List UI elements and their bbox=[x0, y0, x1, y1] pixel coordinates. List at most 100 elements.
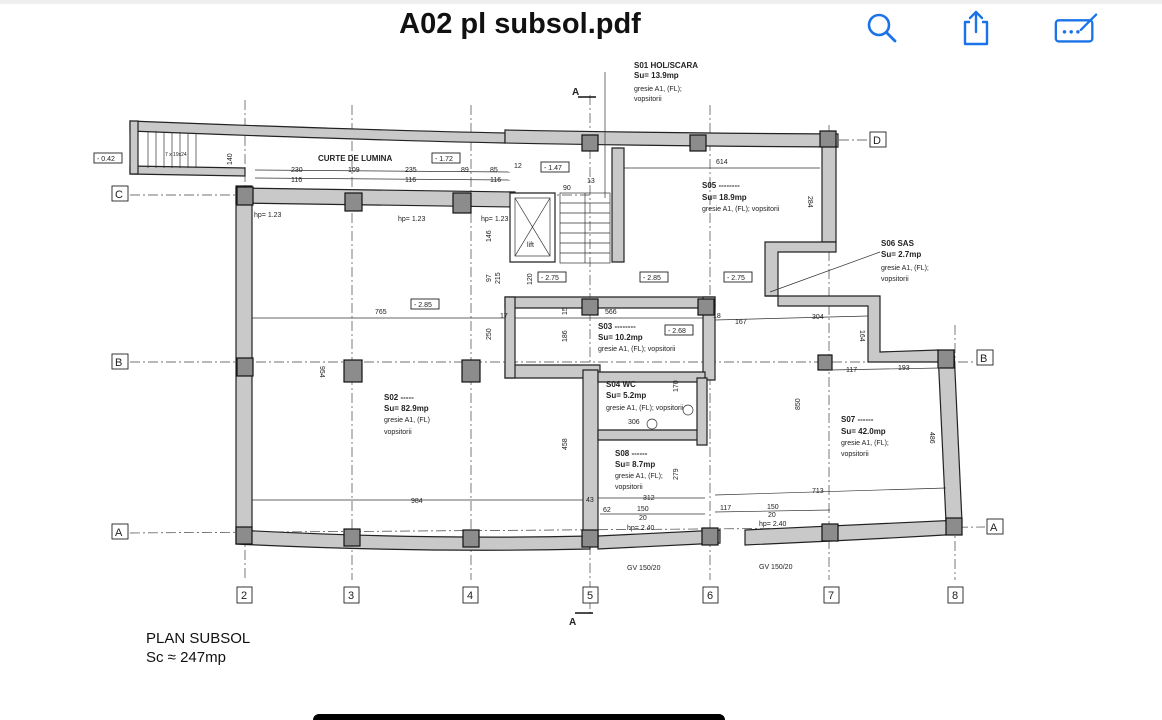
room-S01: S01 HOL/SCARA Su= 13.9mp gresie A1, (FL)… bbox=[634, 61, 698, 103]
svg-text:gresie A1, (FL);: gresie A1, (FL); bbox=[634, 86, 682, 93]
room-S08: S08 ------ Su= 8.7mp gresie A1, (FL); vo… bbox=[615, 449, 663, 491]
svg-text:279: 279 bbox=[673, 468, 680, 480]
svg-text:7: 7 bbox=[828, 590, 834, 602]
svg-text:S08 ------: S08 ------ bbox=[615, 449, 648, 458]
svg-text:S04 WC: S04 WC bbox=[606, 380, 636, 389]
svg-text:gresie A1, (FL);: gresie A1, (FL); bbox=[615, 473, 663, 480]
svg-text:150: 150 bbox=[637, 506, 649, 513]
svg-text:- 2.75: - 2.75 bbox=[727, 275, 745, 282]
plan-caption: PLAN SUBSOL Sc ≈ 247mp bbox=[146, 629, 250, 667]
svg-text:97: 97 bbox=[486, 274, 493, 282]
svg-text:C: C bbox=[115, 189, 123, 201]
svg-text:GV 150/20: GV 150/20 bbox=[627, 565, 661, 572]
status-strip bbox=[0, 0, 1162, 4]
svg-text:hp= 2.40: hp= 2.40 bbox=[627, 525, 655, 532]
svg-text:3: 3 bbox=[348, 590, 354, 602]
svg-text:312: 312 bbox=[643, 495, 655, 502]
svg-text:12: 12 bbox=[514, 163, 522, 170]
svg-text:7 x 19x24: 7 x 19x24 bbox=[165, 152, 187, 158]
svg-text:B: B bbox=[980, 353, 987, 365]
svg-text:43: 43 bbox=[586, 497, 594, 504]
svg-text:S02 -----: S02 ----- bbox=[384, 393, 414, 402]
svg-text:17: 17 bbox=[500, 313, 508, 320]
svg-text:gresie A1, (FL); vopsitorii: gresie A1, (FL); vopsitorii bbox=[606, 405, 684, 412]
svg-text:- 1.72: - 1.72 bbox=[435, 156, 453, 163]
room-S07: S07 ------ Su= 42.0mp gresie A1, (FL); v… bbox=[841, 415, 889, 458]
svg-text:230: 230 bbox=[291, 167, 303, 174]
svg-text:109: 109 bbox=[348, 167, 360, 174]
svg-text:Su= 8.7mp: Su= 8.7mp bbox=[615, 460, 655, 469]
svg-text:18: 18 bbox=[713, 313, 721, 320]
svg-text:117: 117 bbox=[846, 367, 857, 374]
svg-text:486: 486 bbox=[928, 432, 935, 444]
room-S05: S05 -------- Su= 18.9mp gresie A1, (FL);… bbox=[702, 181, 780, 213]
svg-text:Su= 13.9mp: Su= 13.9mp bbox=[634, 71, 679, 80]
pdf-page[interactable]: 2 3 4 5 6 7 8 A A B B C D A A - 0.42 - 1… bbox=[0, 56, 1162, 656]
svg-text:hp= 1.23: hp= 1.23 bbox=[254, 212, 282, 219]
svg-text:lift: lift bbox=[527, 242, 534, 249]
svg-text:- 0.42: - 0.42 bbox=[97, 156, 115, 163]
svg-text:A: A bbox=[572, 87, 579, 98]
svg-text:8: 8 bbox=[952, 590, 958, 602]
svg-text:250: 250 bbox=[486, 328, 493, 340]
room-S03: S03 -------- Su= 10.2mp gresie A1, (FL);… bbox=[598, 322, 676, 353]
svg-text:116: 116 bbox=[405, 177, 416, 184]
svg-text:B: B bbox=[115, 357, 122, 369]
svg-text:193: 193 bbox=[898, 365, 910, 372]
svg-text:235: 235 bbox=[405, 167, 417, 174]
svg-text:- 1.47: - 1.47 bbox=[544, 165, 562, 172]
svg-text:20: 20 bbox=[768, 512, 776, 519]
svg-text:164: 164 bbox=[858, 330, 865, 342]
share-button[interactable] bbox=[952, 8, 1000, 48]
svg-text:S05 --------: S05 -------- bbox=[702, 181, 740, 190]
svg-text:S01 HOL/SCARA: S01 HOL/SCARA bbox=[634, 61, 698, 70]
svg-text:140: 140 bbox=[227, 153, 234, 165]
columns bbox=[235, 130, 963, 548]
svg-text:167: 167 bbox=[735, 319, 747, 326]
svg-text:20: 20 bbox=[639, 515, 647, 522]
svg-text:765: 765 bbox=[375, 309, 387, 316]
svg-text:850: 850 bbox=[795, 398, 802, 410]
svg-text:85: 85 bbox=[490, 167, 498, 174]
svg-text:Su= 82.9mp: Su= 82.9mp bbox=[384, 404, 429, 413]
svg-text:146: 146 bbox=[486, 230, 493, 242]
svg-text:D: D bbox=[873, 135, 881, 147]
dimension-labels: 230 109 235 89 85 12 116 116 116 614 284… bbox=[227, 153, 935, 572]
svg-text:vopsitorii: vopsitorii bbox=[841, 451, 869, 458]
svg-text:gresie A1, (FL): gresie A1, (FL) bbox=[384, 417, 430, 424]
svg-text:Su= 5.2mp: Su= 5.2mp bbox=[606, 391, 646, 400]
svg-text:954: 954 bbox=[318, 366, 325, 378]
svg-text:gresie A1, (FL); vopsitorii: gresie A1, (FL); vopsitorii bbox=[598, 346, 676, 353]
svg-text:5: 5 bbox=[587, 590, 593, 602]
svg-text:A: A bbox=[115, 527, 123, 539]
svg-text:90: 90 bbox=[563, 185, 571, 192]
svg-text:vopsitorii: vopsitorii bbox=[634, 96, 662, 103]
home-indicator[interactable] bbox=[313, 714, 725, 720]
markup-button[interactable] bbox=[1052, 8, 1100, 48]
svg-text:S06 SAS: S06 SAS bbox=[881, 239, 915, 248]
svg-text:170: 170 bbox=[673, 380, 680, 392]
document-title: A02 pl subsol.pdf bbox=[399, 8, 641, 40]
share-icon bbox=[963, 10, 989, 46]
svg-text:89: 89 bbox=[461, 167, 469, 174]
svg-text:gresie A1, (FL);: gresie A1, (FL); bbox=[841, 440, 889, 447]
svg-text:- 2.68: - 2.68 bbox=[668, 328, 686, 335]
search-button[interactable] bbox=[858, 8, 906, 48]
svg-text:- 2.75: - 2.75 bbox=[541, 275, 559, 282]
plan-title: PLAN SUBSOL bbox=[146, 630, 251, 647]
axis-tags: 2 3 4 5 6 7 8 A A B B C D A A bbox=[111, 87, 1004, 628]
svg-text:4: 4 bbox=[467, 590, 473, 602]
svg-text:13: 13 bbox=[587, 178, 595, 185]
svg-text:120: 120 bbox=[527, 273, 534, 285]
svg-text:vopsitorii: vopsitorii bbox=[881, 276, 909, 283]
courtyard-label: CURTE DE LUMINA bbox=[318, 154, 392, 163]
svg-text:gresie A1, (FL); vopsitorii: gresie A1, (FL); vopsitorii bbox=[702, 206, 780, 213]
svg-text:304: 304 bbox=[812, 314, 824, 321]
svg-text:116: 116 bbox=[291, 177, 302, 184]
svg-text:Su= 18.9mp: Su= 18.9mp bbox=[702, 193, 747, 202]
markup-icon bbox=[1054, 13, 1098, 43]
level-tags: - 0.42 - 1.72 - 1.47 - 2.85 - 2.75 - 2.8… bbox=[93, 152, 753, 336]
svg-text:- 2.85: - 2.85 bbox=[643, 275, 661, 282]
svg-text:215: 215 bbox=[495, 272, 502, 284]
svg-text:150: 150 bbox=[767, 504, 779, 511]
